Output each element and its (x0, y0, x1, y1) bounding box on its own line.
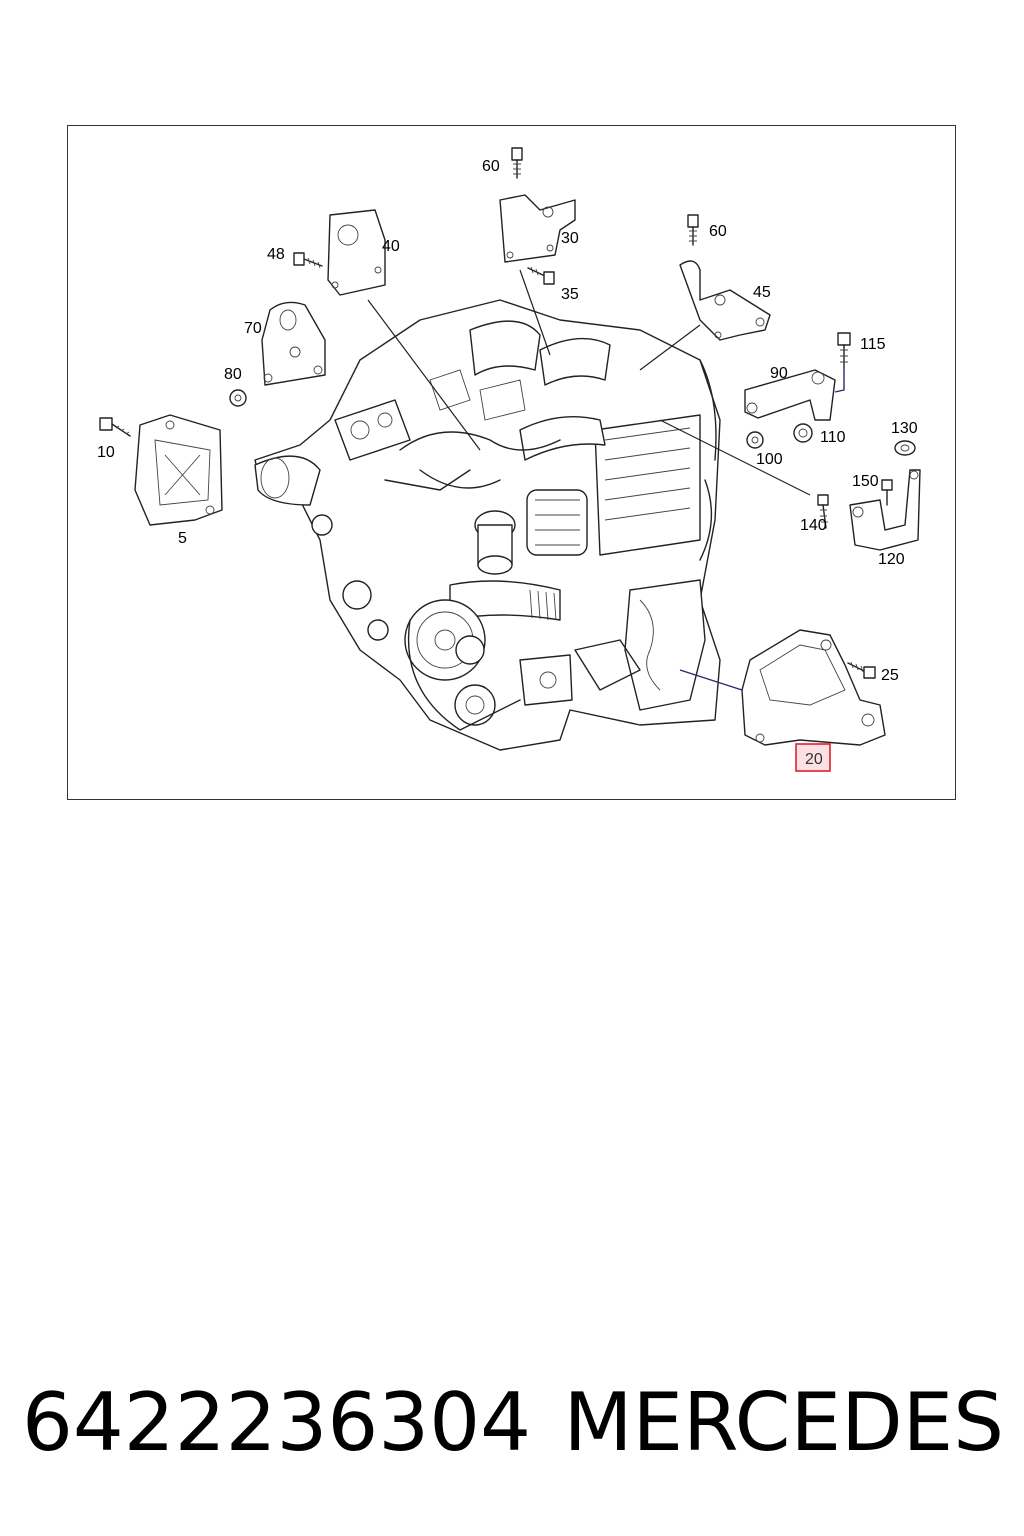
part-10-bolt (99, 417, 131, 437)
part-100-nut (746, 431, 764, 449)
callout-60-right[interactable]: 60 (709, 223, 727, 240)
part-25-bolt (847, 661, 876, 679)
callout-20[interactable]: 20 (805, 751, 823, 768)
callout-110[interactable]: 110 (820, 429, 846, 446)
callout-130[interactable]: 130 (891, 420, 918, 437)
callout-120[interactable]: 120 (878, 551, 905, 568)
part-70-bracket (261, 301, 326, 386)
footer-caption: 6422236304 MERCEDES (20, 1368, 1010, 1478)
callout-5[interactable]: 5 (178, 530, 187, 547)
part-number: 6422236304 (22, 1376, 531, 1469)
part-115-bolt (837, 332, 851, 369)
part-140-bolt (817, 494, 829, 529)
part-80-bolt (229, 389, 247, 407)
callout-45[interactable]: 45 (753, 284, 771, 301)
part-150-bolt (881, 479, 893, 506)
callout-40[interactable]: 40 (382, 238, 400, 255)
callout-115[interactable]: 115 (860, 336, 886, 353)
callout-60-top[interactable]: 60 (482, 158, 500, 175)
part-45-bracket (679, 260, 771, 341)
part-40-plate (327, 209, 386, 296)
callout-140[interactable]: 140 (800, 517, 827, 534)
callout-100[interactable]: 100 (756, 451, 783, 468)
diagram-frame (67, 125, 956, 800)
part-5-bracket (134, 414, 223, 526)
callout-25[interactable]: 25 (881, 667, 899, 684)
part-30-bracket (499, 194, 576, 263)
part-60-right-stud (687, 214, 699, 246)
callout-90[interactable]: 90 (770, 365, 788, 382)
part-60-top-stud (511, 147, 523, 179)
part-48-bolt (293, 252, 323, 269)
callout-48[interactable]: 48 (267, 246, 285, 263)
part-110-nut (793, 423, 813, 443)
part-35-bolt (527, 266, 555, 285)
callout-20-highlight[interactable]: 20 (795, 743, 831, 772)
part-20-bracket (741, 629, 886, 746)
callout-10[interactable]: 10 (97, 444, 115, 461)
part-90-bracket (744, 369, 836, 421)
engine-assembly (254, 299, 721, 751)
part-120-bracket (849, 469, 921, 551)
callout-35[interactable]: 35 (561, 286, 579, 303)
callout-70[interactable]: 70 (244, 320, 262, 337)
callout-80[interactable]: 80 (224, 366, 242, 383)
part-130-grommet (894, 440, 916, 456)
callout-30[interactable]: 30 (561, 230, 579, 247)
brand-name: MERCEDES (563, 1376, 1004, 1469)
leader-lines (367, 269, 845, 691)
highlight-box (795, 743, 831, 772)
callout-150[interactable]: 150 (852, 473, 879, 490)
